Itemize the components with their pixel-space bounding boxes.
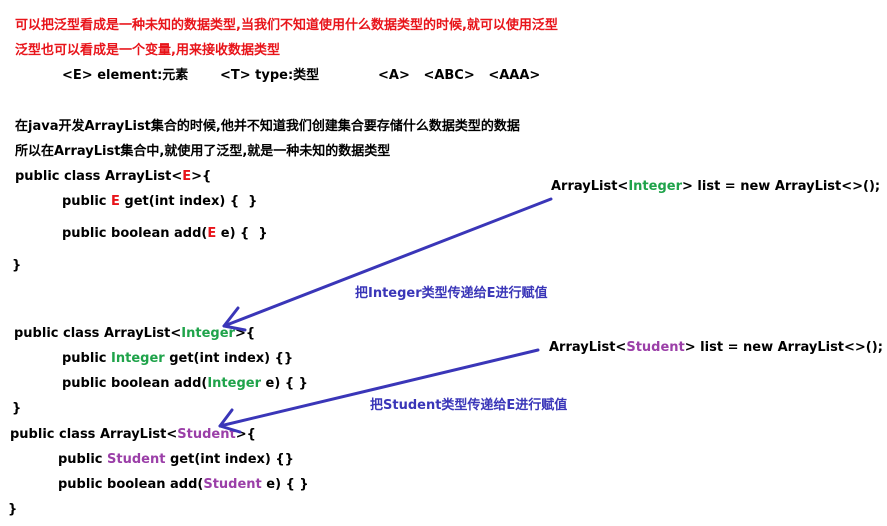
integer-usage-statement: ArrayList<Integer> list = new ArrayList<… — [551, 179, 880, 195]
student-add-method: public boolean add(Student e) { } — [58, 477, 309, 493]
code-text: public class ArrayList< — [10, 427, 178, 442]
code-text: public — [58, 452, 108, 467]
generic-name-examples: <E> element:元素 <T> type:类型 <A> <ABC> <AA… — [62, 68, 541, 83]
code-text: >{ — [235, 427, 256, 442]
type-integer: Integer — [181, 326, 235, 341]
code-text: > list = new ArrayList<>(); — [682, 179, 881, 194]
code-text: e) { } — [216, 226, 268, 241]
integer-arrow-label: 把Integer类型传递给E进行赋值 — [355, 286, 548, 301]
code-text: >{ — [191, 169, 212, 184]
type-parameter-e: E — [182, 169, 192, 184]
code-text: >{ — [234, 326, 256, 341]
generic-get-method: public E get(int index) { } — [62, 194, 257, 210]
generic-class-declaration: public class ArrayList<E>{ — [15, 169, 211, 185]
code-text: ArrayList< — [549, 340, 627, 355]
generic-class-close: } — [12, 258, 22, 273]
type-integer: Integer — [628, 179, 682, 194]
integer-get-method: public Integer get(int index) {} — [62, 351, 293, 367]
code-text: ArrayList< — [551, 179, 629, 194]
type-parameter-e: E — [207, 226, 217, 241]
explanation-line-1: 在java开发ArrayList集合的时候,他并不知道我们创建集合要存储什么数据… — [15, 119, 520, 134]
student-usage-statement: ArrayList<Student> list = new ArrayList<… — [549, 340, 883, 356]
type-student: Student — [177, 427, 236, 442]
code-text: get(int index) {} — [164, 351, 294, 366]
code-text: e) { } — [261, 376, 308, 391]
intro-line-1: 可以把泛型看成是一种未知的数据类型,当我们不知道使用什么数据类型的时候,就可以使… — [15, 18, 558, 33]
integer-assignment-arrow — [222, 197, 553, 332]
code-text: e) { } — [261, 477, 309, 492]
generic-add-method: public boolean add(E e) { } — [62, 226, 268, 242]
code-text: public — [62, 194, 112, 209]
student-class-declaration: public class ArrayList<Student>{ — [10, 427, 256, 443]
type-parameter-e: E — [111, 194, 120, 209]
explanation-line-2: 所以在ArrayList集合中,就使用了泛型,就是一种未知的数据类型 — [15, 144, 391, 159]
integer-class-close: } — [12, 401, 22, 416]
code-text: public boolean add( — [58, 477, 204, 492]
code-text: public boolean add( — [62, 226, 208, 241]
code-text: public class ArrayList< — [14, 326, 182, 341]
code-text: get(int index) {} — [165, 452, 294, 467]
code-text: public boolean add( — [62, 376, 208, 391]
code-text: public — [62, 351, 112, 366]
integer-class-declaration: public class ArrayList<Integer>{ — [14, 326, 255, 342]
code-text: > list = new ArrayList<>(); — [684, 340, 883, 355]
intro-line-2: 泛型也可以看成是一个变量,用来接收数据类型 — [15, 43, 280, 58]
student-arrow-label: 把Student类型传递给E进行赋值 — [370, 398, 568, 413]
type-student: Student — [203, 477, 262, 492]
code-text: public class ArrayList< — [15, 169, 183, 184]
integer-add-method: public boolean add(Integer e) { } — [62, 376, 308, 392]
type-integer: Integer — [111, 351, 165, 366]
type-integer: Integer — [207, 376, 262, 391]
code-text: get(int index) { } — [119, 194, 258, 209]
student-class-close: } — [8, 502, 18, 517]
type-student: Student — [107, 452, 166, 467]
type-student: Student — [626, 340, 685, 355]
student-get-method: public Student get(int index) {} — [58, 452, 294, 468]
